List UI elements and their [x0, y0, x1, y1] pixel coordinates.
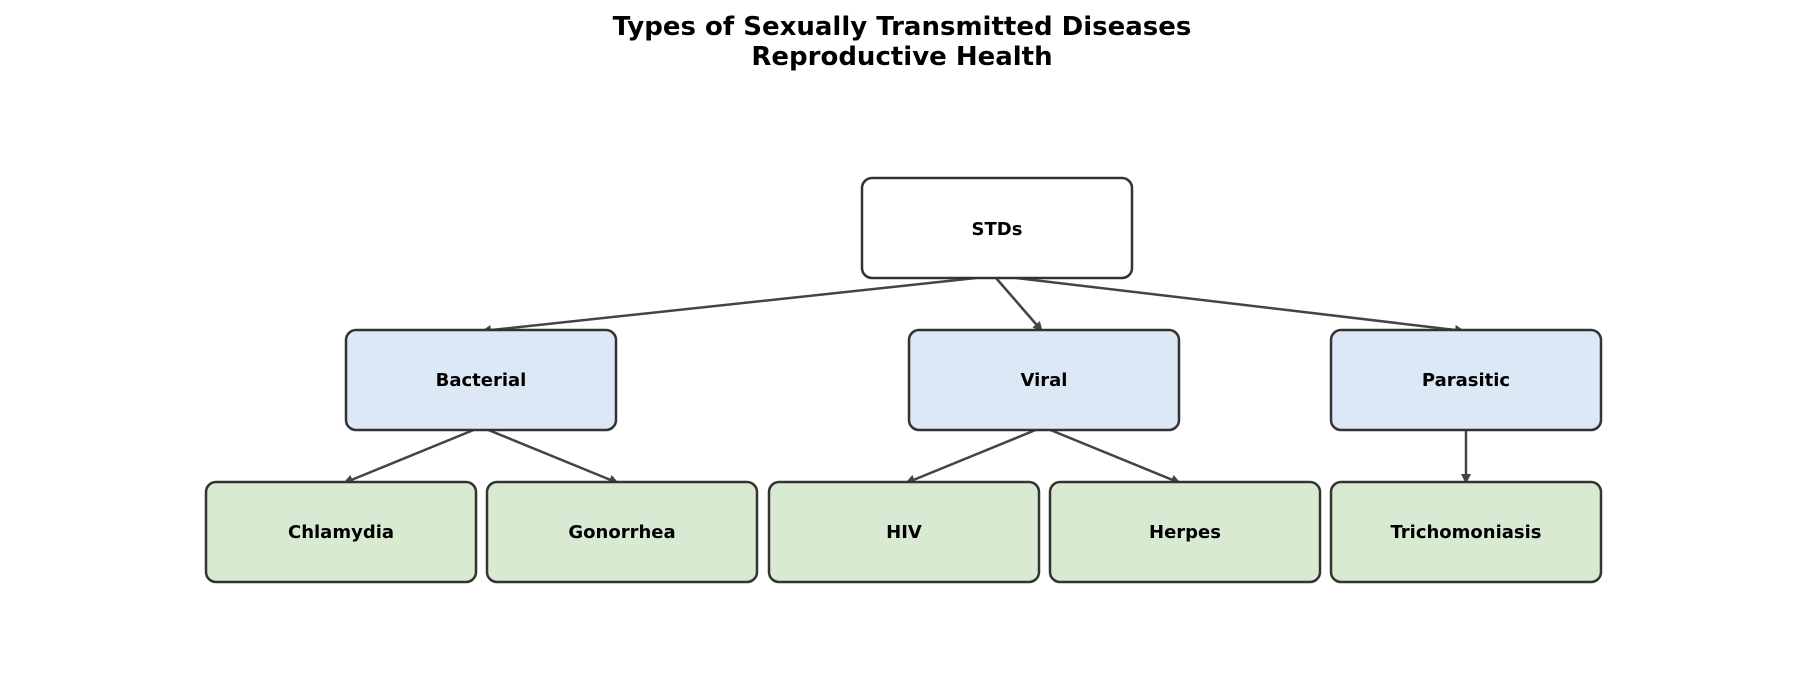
node-herpes-box: [1048, 480, 1322, 584]
node-parasitic: Parasitic: [1329, 328, 1603, 432]
node-bacterial: Bacterial: [344, 328, 618, 432]
edge-bacterial-gonorrhea: [485, 427, 619, 485]
edge-root-bacterial: [481, 276, 977, 336]
diagram-title-line-1: Types of Sexually Transmitted Diseases: [613, 12, 1192, 42]
node-chlamydia: Chlamydia: [204, 480, 478, 584]
node-chlamydia-label: Chlamydia: [288, 522, 394, 543]
edge-viral-herpes: [1047, 427, 1181, 485]
node-trichomoniasis-label: Trichomoniasis: [1390, 522, 1541, 543]
node-herpes: Herpes: [1048, 480, 1322, 584]
edge-viral-hiv: [905, 427, 1039, 485]
edge-root-parasitic: [1015, 276, 1465, 335]
node-viral: Viral: [907, 328, 1181, 432]
node-trichomoniasis: Trichomoniasis: [1329, 480, 1603, 584]
node-bacterial-box: [344, 328, 618, 432]
node-hiv-box: [767, 480, 1041, 584]
node-gonorrhea: Gonorrhea: [485, 480, 759, 584]
node-viral-label: Viral: [1021, 370, 1068, 391]
node-root-box: [860, 176, 1134, 280]
node-chlamydia-box: [204, 480, 478, 584]
node-viral-box: [907, 328, 1181, 432]
node-root: STDs: [860, 176, 1134, 280]
node-herpes-label: Herpes: [1149, 522, 1221, 543]
edge-root-viral: [995, 277, 1043, 332]
node-gonorrhea-box: [485, 480, 759, 584]
node-trichomoniasis-box: [1329, 480, 1603, 584]
node-hiv: HIV: [767, 480, 1041, 584]
node-hiv-label: HIV: [886, 522, 922, 543]
node-parasitic-label: Parasitic: [1422, 370, 1510, 391]
edge-bacterial-chlamydia: [343, 427, 477, 485]
edge-group: [343, 276, 1471, 485]
node-gonorrhea-label: Gonorrhea: [568, 522, 675, 543]
node-root-label: STDs: [972, 219, 1023, 240]
node-parasitic-box: [1329, 328, 1603, 432]
node-bacterial-label: Bacterial: [436, 370, 527, 391]
diagram-title-line-2: Reproductive Health: [751, 42, 1052, 72]
